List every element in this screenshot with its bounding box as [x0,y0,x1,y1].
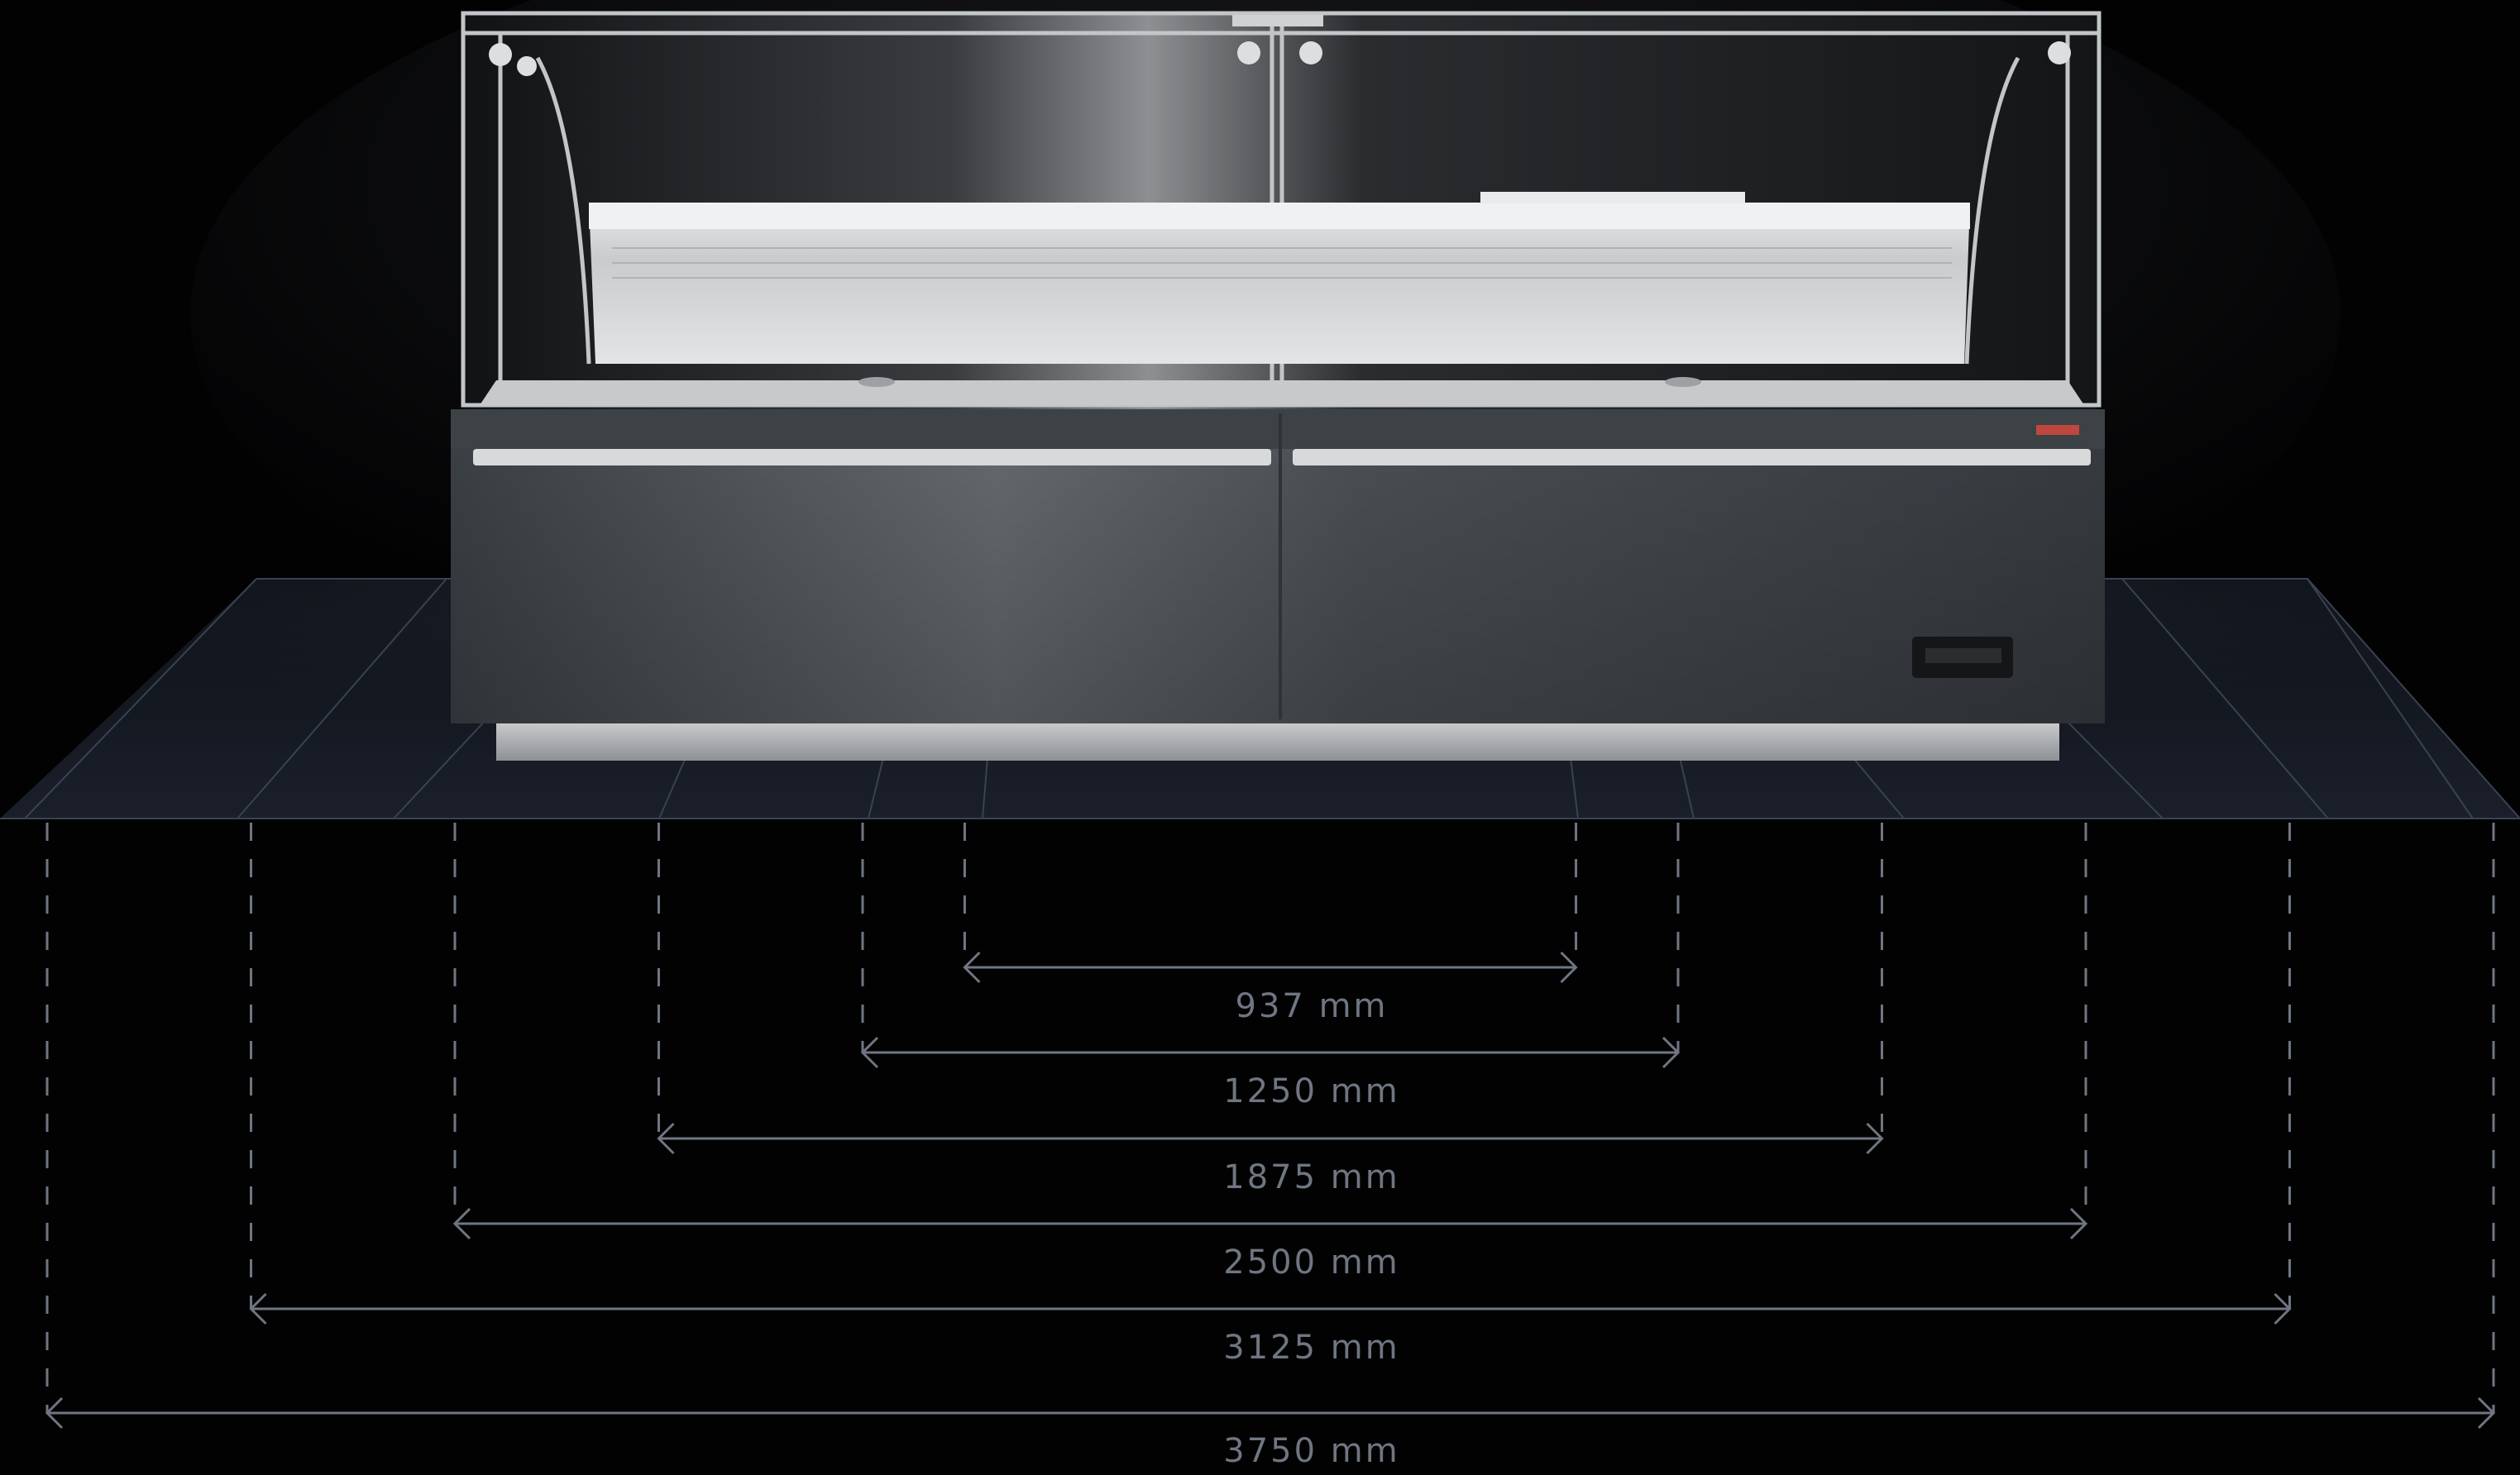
dimension-3125: 3125 mm [249,1292,2292,1367]
arrowhead-3125-left [249,1292,267,1325]
arrowhead-3750-right [2477,1396,2496,1430]
dimension-label-1250: 1250 mm [1223,1072,1399,1110]
display-counter [451,11,2105,761]
dimension-label-2500: 2500 mm [1223,1243,1399,1282]
brand-badge [2036,425,2079,435]
dimension-guides [45,823,2495,1413]
dimension-label-3125: 3125 mm [1223,1329,1399,1367]
arrowhead-1250-right [1662,1036,1681,1069]
dimension-3750: 3750 mm [45,1396,2496,1470]
arrowhead-1250-left [860,1036,879,1069]
dimension-1875: 1875 mm [657,1122,1884,1196]
arrowhead-937-right [1560,951,1578,984]
dimension-lines: 937 mm 1250 mm 1875 mm 2500 mm 3125 mm 3750 m… [45,951,2496,1470]
arrowhead-3750-left [45,1396,64,1430]
left-handle-rail [473,449,1271,465]
dimension-label-937: 937 mm [1236,987,1389,1025]
dimension-1250: 1250 mm [860,1036,1681,1110]
arrowhead-2500-left [452,1207,471,1240]
plinth [496,723,2059,761]
arrowhead-1875-right [1866,1122,1884,1155]
display-tub [589,203,1970,364]
dimension-label-1875: 1875 mm [1223,1158,1399,1196]
arrowhead-2500-right [2069,1207,2088,1240]
dimension-2500: 2500 mm [452,1207,2088,1282]
arrowhead-1875-left [657,1122,675,1155]
glass-hinges [489,41,2071,76]
arrowhead-937-left [963,951,981,984]
arrowhead-3125-right [2274,1292,2292,1325]
right-handle-rail [1293,449,2091,465]
dimension-937: 937 mm [963,951,1578,1025]
dimension-label-3750: 3750 mm [1223,1432,1399,1470]
